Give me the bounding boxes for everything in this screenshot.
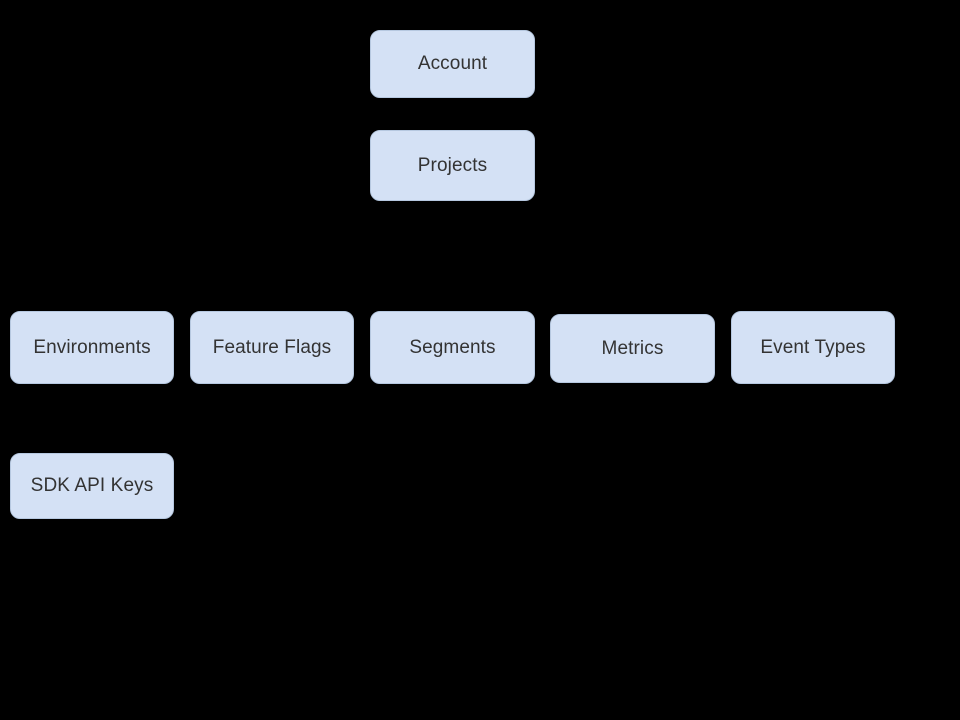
node-account[interactable]: Account [370,30,535,98]
node-label-account: Account [417,53,488,75]
node-feature-flags[interactable]: Feature Flags [190,311,354,384]
node-label-projects: Projects [417,154,488,176]
node-projects[interactable]: Projects [370,130,535,201]
node-label-metrics: Metrics [601,337,664,359]
node-event-types[interactable]: Event Types [731,311,895,384]
node-label-environments: Environments [33,336,151,358]
node-sdk-api-keys[interactable]: SDK API Keys [10,453,174,519]
node-segments[interactable]: Segments [370,311,535,384]
node-metrics[interactable]: Metrics [550,314,715,383]
node-label-feature-flags: Feature Flags [212,336,332,358]
node-label-sdk-api-keys: SDK API Keys [30,475,154,497]
node-label-event-types: Event Types [760,336,866,358]
node-label-segments: Segments [409,336,496,358]
node-environments[interactable]: Environments [10,311,174,384]
